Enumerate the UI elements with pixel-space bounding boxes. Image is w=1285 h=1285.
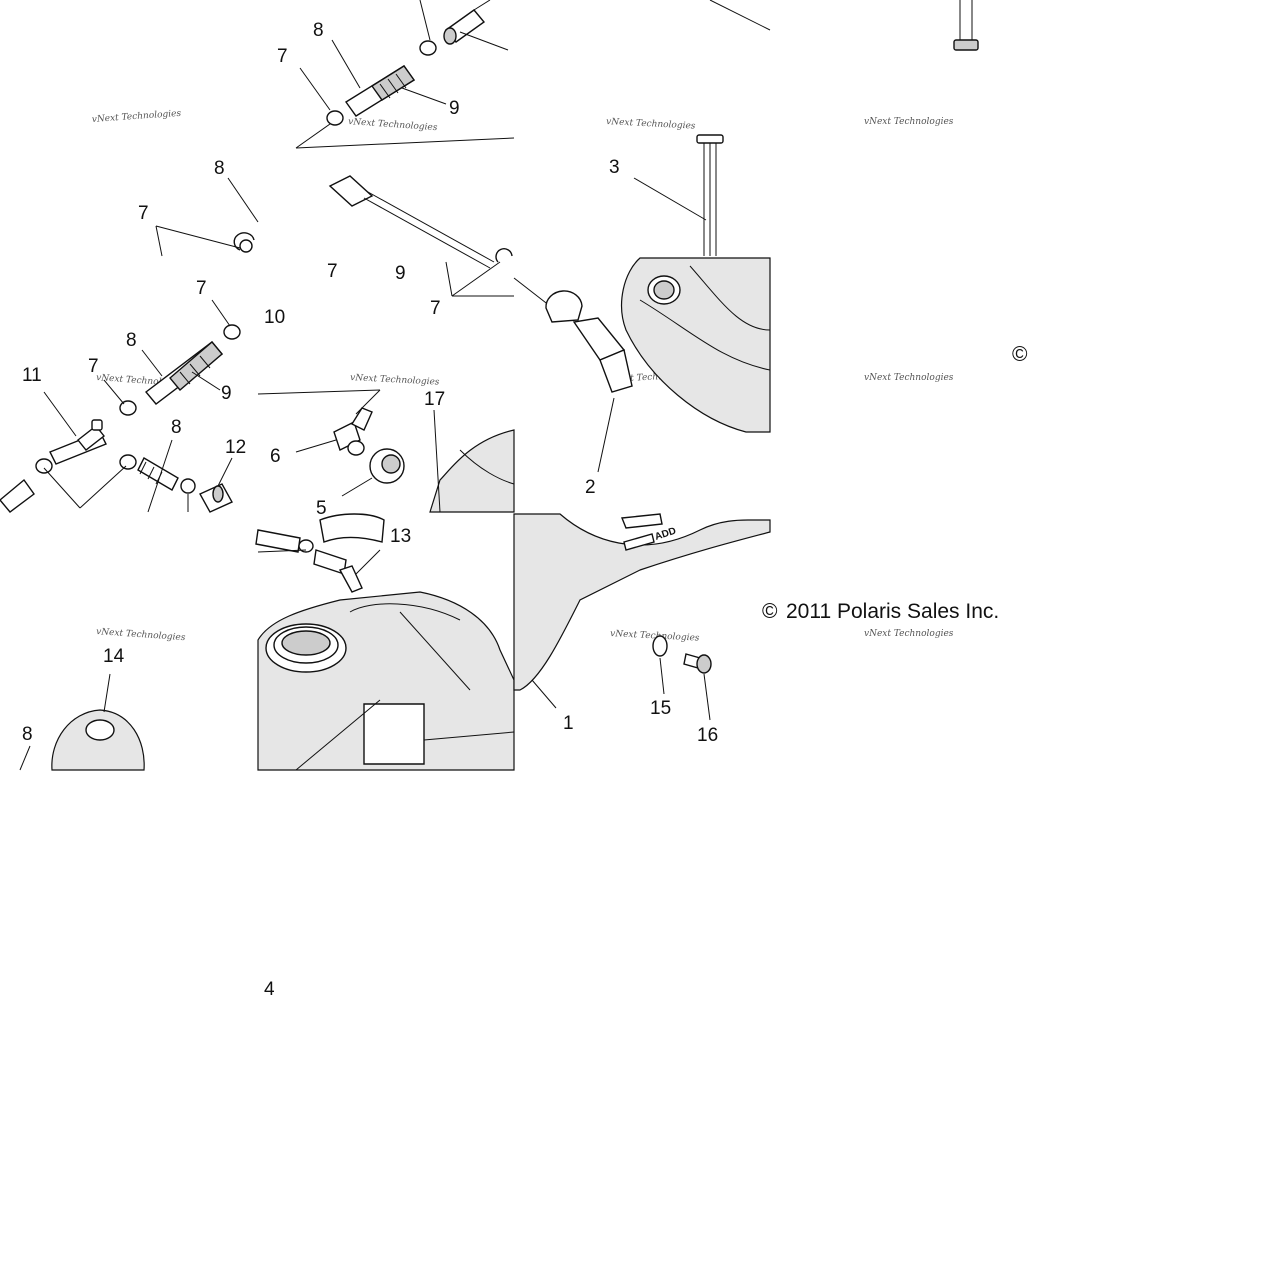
watermark: vNext Technologies <box>92 109 182 125</box>
elbow-fitting <box>333 407 373 456</box>
callout-6: 6 <box>270 446 281 467</box>
clamp-upper-left <box>233 232 255 253</box>
callout-7: 7 <box>327 261 338 282</box>
grommet <box>369 448 405 484</box>
watermark: vNext Technologies <box>606 117 696 132</box>
dipstick <box>696 134 724 256</box>
callout-7: 7 <box>196 278 207 299</box>
watermark: vNext Technologies <box>348 117 438 133</box>
watermark: vNext Technologies <box>864 117 954 127</box>
oil-tank-upper <box>620 257 771 433</box>
callout-8: 8 <box>22 724 33 745</box>
callout-8: 8 <box>313 20 324 41</box>
leader-lines <box>19 0 711 771</box>
callout-16: 16 <box>697 725 718 746</box>
tee-fitting <box>0 419 137 513</box>
hose-middle <box>119 324 241 416</box>
hose-lower <box>137 457 233 513</box>
oil-tank-main <box>257 591 515 771</box>
watermark: vNext Technologies <box>610 629 700 644</box>
copyright-icon: © <box>762 600 778 623</box>
oil-tank-right: ADD <box>513 513 771 691</box>
watermark: vNext Technologies <box>864 629 954 639</box>
callout-7: 7 <box>277 46 288 67</box>
callout-8: 8 <box>214 158 225 179</box>
callout-13: 13 <box>390 526 411 547</box>
hose-small-bottom <box>255 529 363 593</box>
callout-11: 11 <box>22 365 42 386</box>
callout-8: 8 <box>171 417 182 438</box>
callout-7: 7 <box>88 356 99 377</box>
callouts: 8 7 9 8 7 3 7 9 7 7 10 8 7 11 9 17 8 12 … <box>22 20 718 1000</box>
copyright-text: 2011 Polaris Sales Inc. <box>786 600 999 623</box>
callout-1: 1 <box>563 713 574 734</box>
callout-14: 14 <box>103 646 125 667</box>
oil-fill-cap <box>51 709 145 771</box>
watermark: vNext Technologies <box>96 627 186 643</box>
oil-cap-sensor <box>513 277 633 393</box>
callout-15: 15 <box>650 698 671 719</box>
dipstick-top-right <box>709 0 979 51</box>
callout-9: 9 <box>449 98 460 119</box>
sensor-cable <box>328 175 513 269</box>
heat-shield <box>319 513 385 543</box>
callout-8: 8 <box>126 330 137 351</box>
hose-upper <box>326 0 491 126</box>
callout-9: 9 <box>395 263 406 284</box>
watermark: vNext Technologies <box>864 373 954 383</box>
callout-7: 7 <box>430 298 441 319</box>
callout-17: 17 <box>424 389 445 410</box>
callout-4: 4 <box>264 979 275 1000</box>
callout-7: 7 <box>138 203 149 224</box>
callout-2: 2 <box>585 477 596 498</box>
callout-12: 12 <box>225 437 246 458</box>
callout-9: 9 <box>221 383 232 404</box>
copyright-notice: © © 2011 Polaris Sales Inc. <box>762 343 1028 623</box>
copyright-icon: © <box>1012 343 1028 366</box>
callout-10: 10 <box>264 307 285 328</box>
watermark: vNext Technologies <box>350 373 440 388</box>
washer-bolt <box>652 635 712 674</box>
callout-3: 3 <box>609 157 620 178</box>
callout-5: 5 <box>316 498 327 519</box>
tank-upper-middle <box>429 429 515 513</box>
